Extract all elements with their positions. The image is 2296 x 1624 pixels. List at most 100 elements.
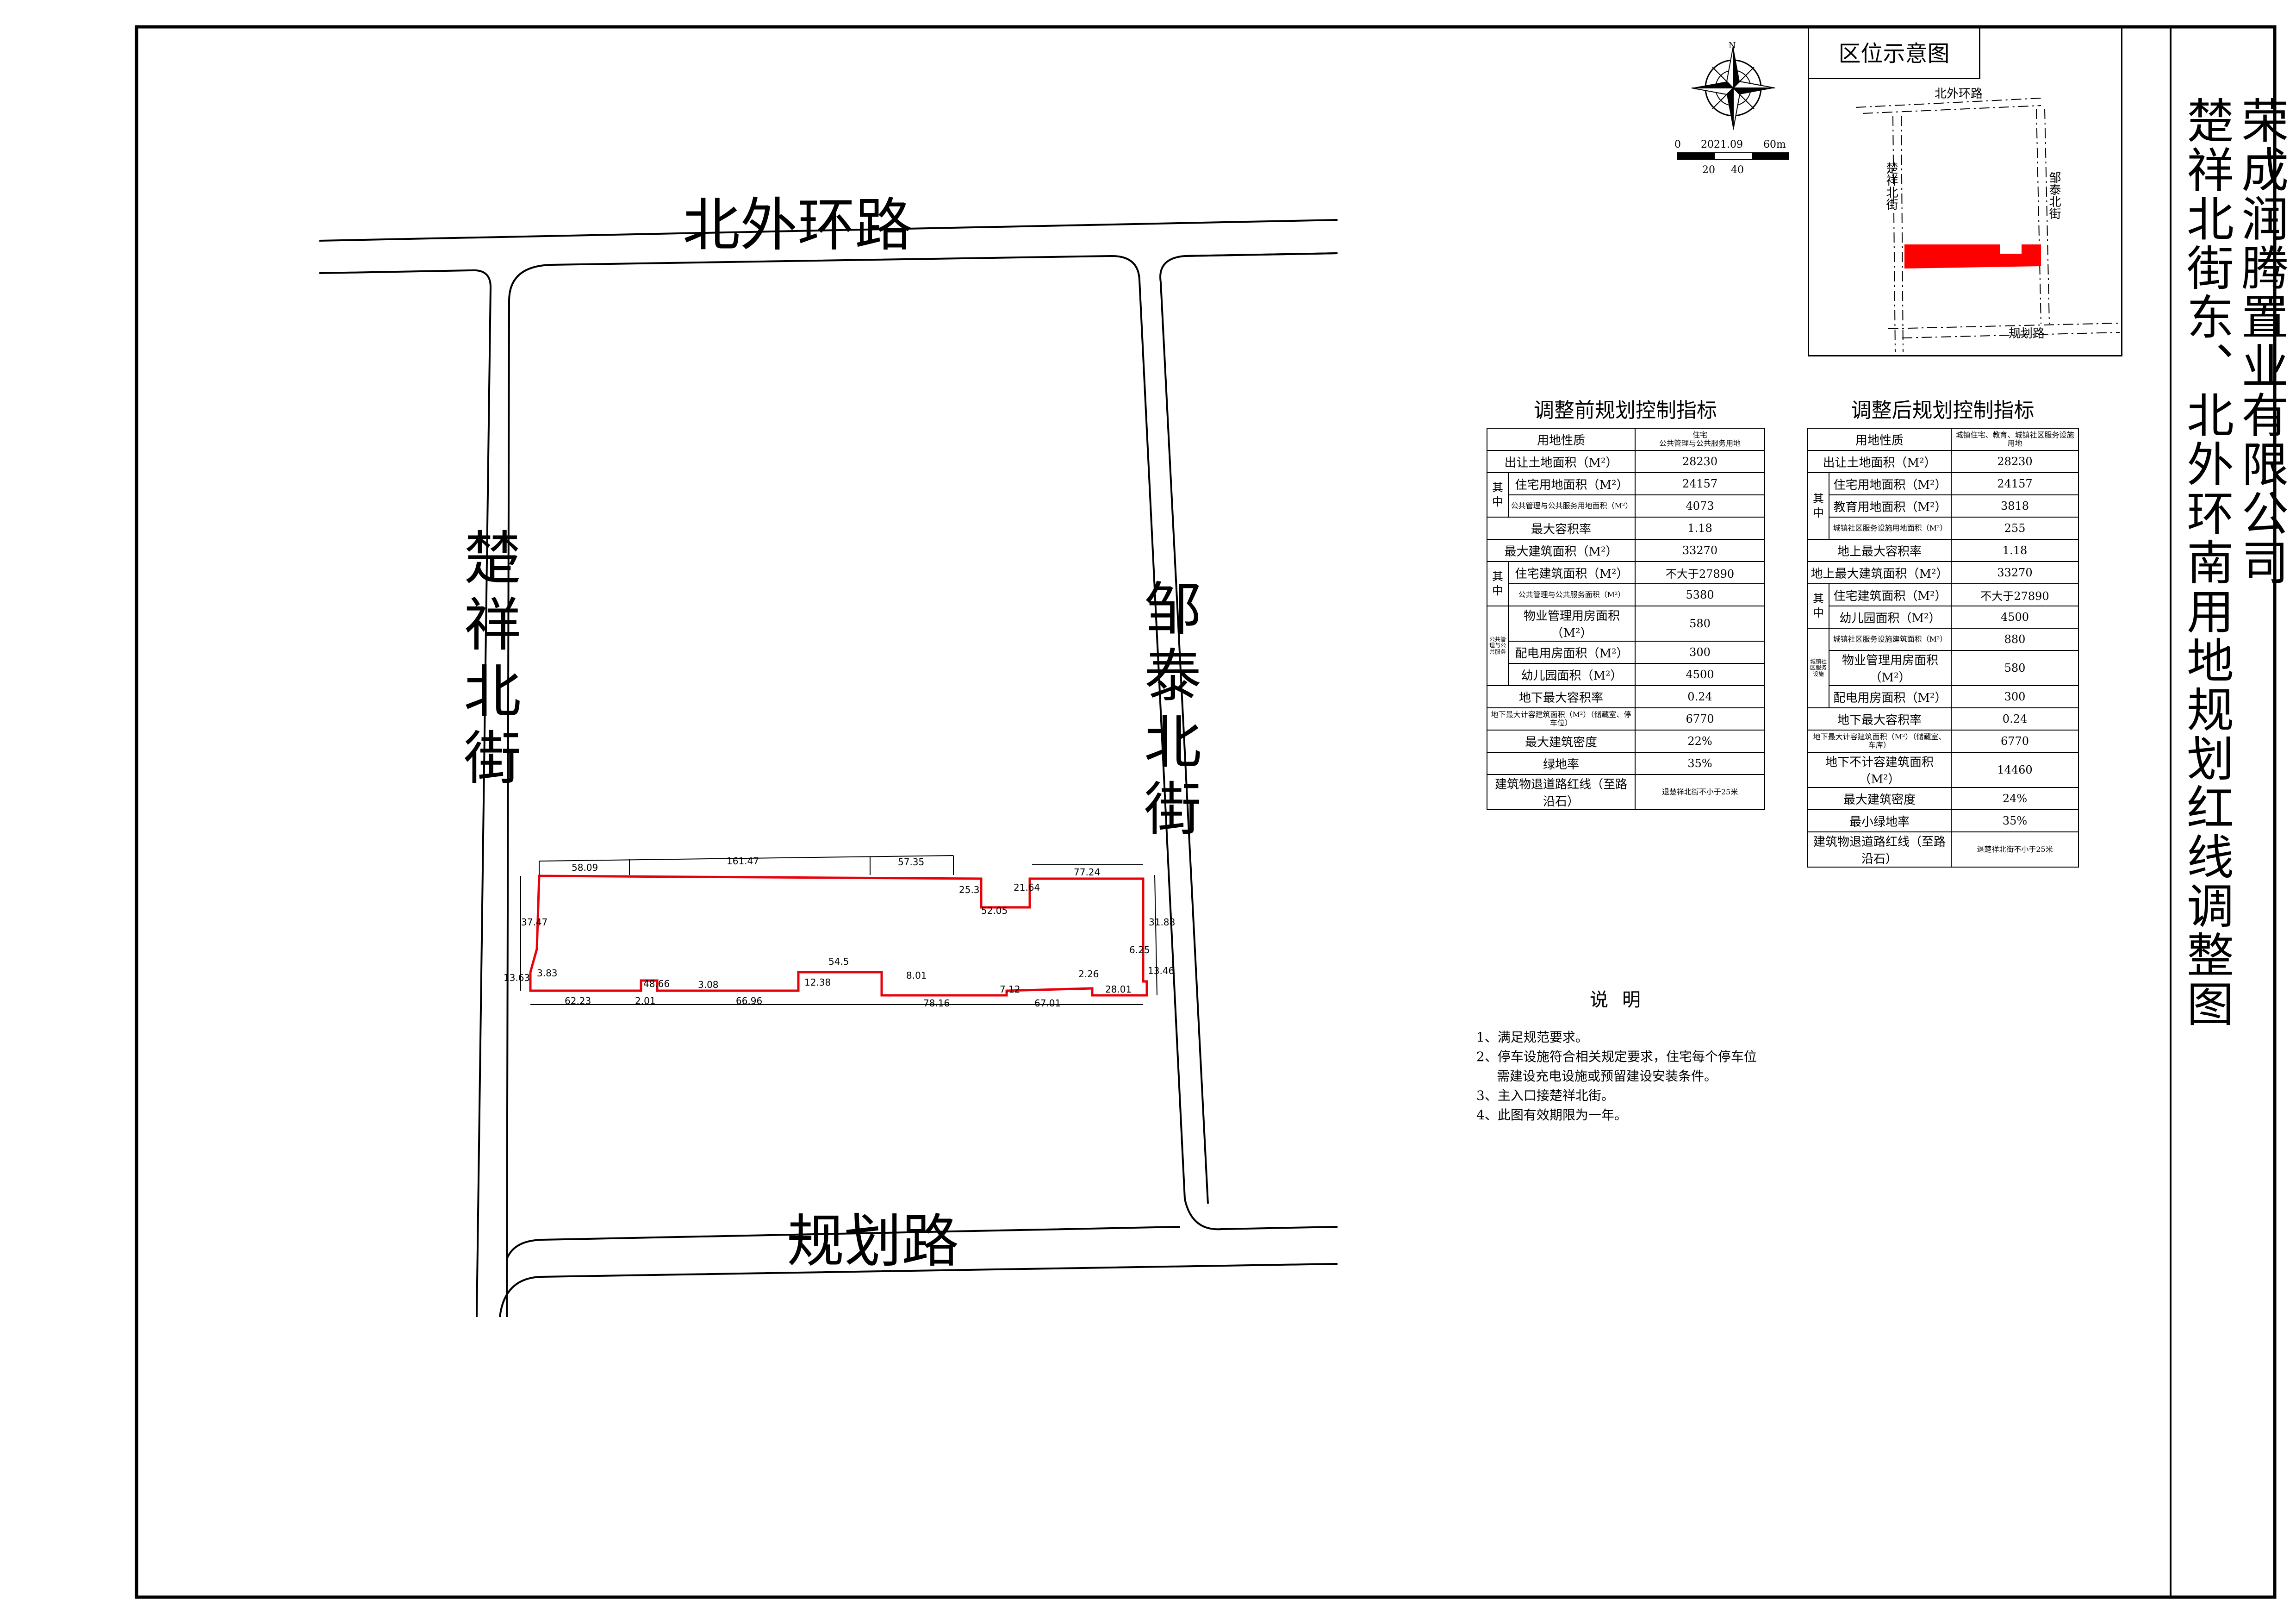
table-cell: 地下最大容积率 [1486, 685, 1636, 708]
table-cell: 4073 [1635, 494, 1766, 518]
table-row: 物业管理用房面积（M²）580 [1808, 650, 2079, 686]
dim-label: 13.63 [504, 972, 530, 983]
table-cell: 地下最大容积率 [1807, 707, 1952, 731]
table-cell: 建筑物退道路红线（至路沿石） [1807, 831, 1952, 868]
table-after-title: 调整后规划控制指标 [1851, 399, 2035, 422]
table-group-cell: 公共管理与公共服务 [1487, 606, 1509, 686]
table-row: 公共管理与公共服务物业管理用房面积（M²）580 [1487, 606, 1766, 686]
table-row: 城镇社区服务设施城镇社区服务设施建筑面积（M²）880 [1807, 628, 2079, 708]
note-item: 2、停车设施符合相关规定要求，住宅每个停车位需建设充电设施或预留建设安装条件。 [1476, 1049, 1757, 1084]
site-redline-boundary [529, 874, 1148, 997]
table-row: 出让土地面积（M²）28230 [1486, 450, 1766, 473]
table-cell: 住宅用地面积（M²） [1828, 472, 1952, 495]
drawing-title-name: 楚祥北街东、北外环南用地规划红线调整图 [2178, 96, 2234, 1029]
table-cell: 最大建筑密度 [1807, 787, 1952, 810]
dim-label: 66.96 [736, 995, 763, 1006]
table-cell: 300 [1635, 641, 1766, 664]
table-cell: 1.18 [1951, 539, 2079, 562]
table-group-cell: 其中 [1807, 472, 1829, 540]
table-cell: 物业管理用房面积（M²） [1828, 650, 1952, 686]
table-cell: 绿地率 [1486, 752, 1636, 775]
table-cell: 3818 [1951, 494, 2079, 518]
road-label-north: 北外环路 [683, 192, 913, 259]
table-cell: 地上最大建筑面积（M²） [1807, 561, 1952, 584]
loc-east-road: 邹泰北街 [2047, 171, 2061, 219]
table-cell: 255 [1951, 517, 2079, 540]
road-label-west: 楚祥北街 [454, 528, 520, 794]
drawing-title-block: 荣成润腾置业有限公司 楚祥北街东、北外环南用地规划红线调整图 [2171, 27, 2296, 1597]
west-road-edge-inner [506, 255, 1338, 1318]
notes-block: 说明 1、满足规范要求。 2、停车设施符合相关规定要求，住宅每个停车位需建设充电… [1476, 986, 1768, 1125]
table-cell: 4500 [1635, 663, 1766, 686]
table-cell: 不大于27890 [1635, 561, 1766, 584]
dim-label: 58.09 [572, 862, 598, 873]
table-cell: 住宅 公共管理与公共服务用地 [1635, 428, 1766, 451]
dim-label: 62.23 [565, 995, 591, 1006]
table-before-title: 调整前规划控制指标 [1534, 399, 1717, 422]
scale-mid1: 20 [1702, 164, 1715, 176]
table-row: 建筑物退道路红线（至路沿石）退楚祥北街不小于25米 [1486, 774, 1766, 810]
table-cell: 28230 [1951, 450, 2079, 473]
table-cell: 24% [1951, 787, 2079, 810]
table-cell: 0.24 [1635, 685, 1766, 708]
dim-label: 77.24 [1074, 867, 1101, 878]
dim-label: 54.5 [828, 956, 849, 967]
table-row: 建筑物退道路红线（至路沿石）退楚祥北街不小于25米 [1807, 831, 2079, 868]
scale-zero: 0 [1674, 139, 1681, 150]
table-cell: 城镇住宅、教育、城镇社区服务设施用地 [1951, 428, 2079, 451]
south-road-edge-top [506, 1226, 1181, 1260]
dim-label: 7.12 [1000, 984, 1020, 995]
table-cell: 300 [1951, 685, 2079, 708]
dim-label: 67.01 [1034, 998, 1061, 1009]
table-cell: 住宅建筑面积（M²） [1828, 583, 1952, 606]
dim-label: 21.64 [1014, 882, 1040, 893]
dim-label: 31.88 [1149, 917, 1176, 928]
table-cell: 幼儿园面积（M²） [1828, 606, 1952, 629]
east-road-edge [1159, 252, 1338, 1204]
table-before: 用地性质 住宅 公共管理与公共服务用地 出让土地面积（M²）28230 其中住宅… [1486, 428, 1766, 810]
scale-date: 2021.09 [1701, 139, 1743, 150]
table-cell: 配电用房面积（M²） [1507, 641, 1636, 664]
note-item: 4、此图有效期限为一年。 [1476, 1107, 1627, 1123]
table-row: 地上最大建筑面积（M²）33270 [1807, 561, 2079, 584]
table-row: 最大建筑面积（M²）33270 [1486, 539, 1766, 562]
scale-end: 60m [1763, 139, 1786, 150]
table-cell: 22% [1635, 730, 1766, 753]
loc-west-road: 楚祥北街 [1884, 162, 1898, 210]
table-cell: 580 [1635, 606, 1766, 642]
table-cell: 住宅建筑面积（M²） [1507, 561, 1636, 584]
table-row: 城镇社区服务设施用地面积（M²）255 [1808, 517, 2079, 540]
table-cell: 出让土地面积（M²） [1807, 450, 1952, 473]
table-cell: 住宅用地面积（M²） [1507, 472, 1636, 495]
note-item: 1、满足规范要求。 [1476, 1030, 1588, 1045]
dim-label: 52.05 [981, 905, 1008, 916]
table-cell: 建筑物退道路红线（至路沿石） [1486, 774, 1636, 810]
table-after: 用地性质 城镇住宅、教育、城镇社区服务设施用地 出让土地面积（M²）28230 … [1807, 428, 2079, 868]
table-row: 幼儿园面积（M²）4500 [1487, 663, 1766, 686]
location-map-site [1904, 244, 2041, 269]
table-group-cell: 城镇社区服务设施 [1807, 628, 1829, 708]
table-cell: 35% [1635, 752, 1766, 775]
outer-frame [135, 25, 2277, 1599]
dim-label: 37.47 [521, 917, 548, 928]
table-cell: 城镇社区服务设施建筑面积（M²） [1828, 628, 1952, 651]
table-cell: 退楚祥北街不小于25米 [1951, 831, 2079, 868]
dim-label: 48.66 [643, 978, 670, 989]
table-row: 教育用地面积（M²）3818 [1808, 494, 2079, 518]
table-row: 地下最大计容建筑面积（M²）（储藏室、车库）6770 [1807, 730, 2079, 753]
table-cell: 33270 [1951, 561, 2079, 584]
north-letter: N [1729, 41, 1736, 50]
table-cell: 880 [1951, 628, 2079, 651]
loc-north-road: 北外环路 [1935, 87, 1983, 101]
table-row: 公共管理与公共服务用地面积（M²）4073 [1487, 494, 1766, 518]
table-cell: 配电用房面积（M²） [1828, 685, 1952, 708]
dim-label: 6.25 [1129, 944, 1150, 956]
table-cell: 物业管理用房面积（M²） [1507, 606, 1636, 642]
table-cell: 最大建筑面积（M²） [1486, 539, 1636, 562]
